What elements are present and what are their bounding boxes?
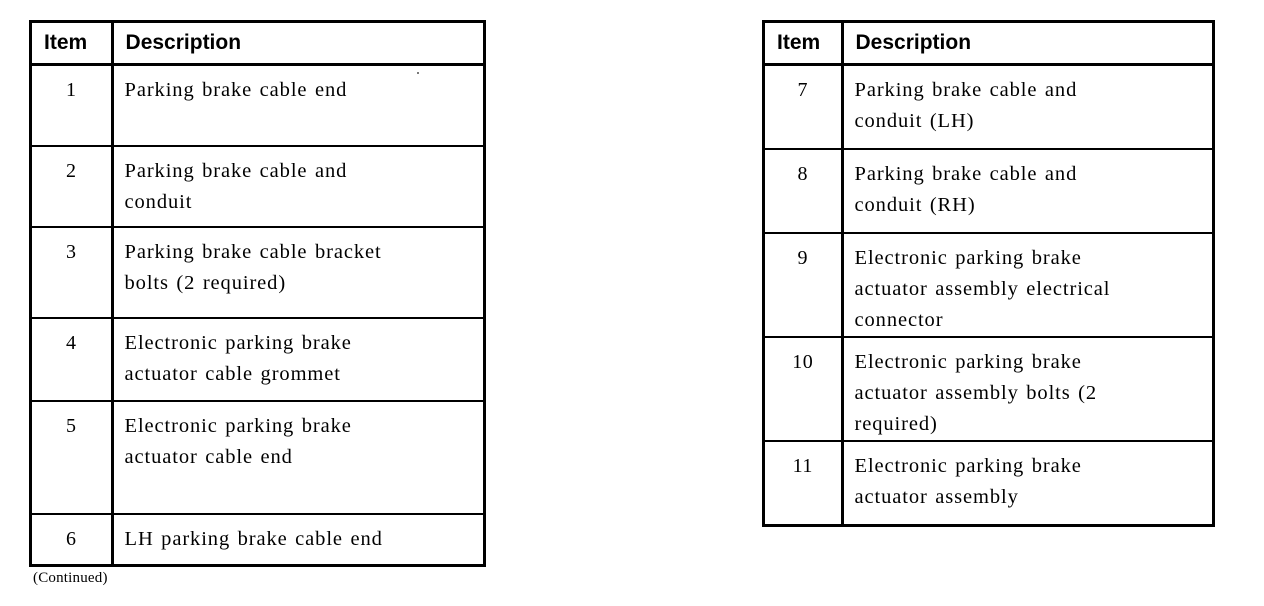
- cell-description: Electronic parking brake actuator assembl…: [842, 440, 1214, 526]
- description-line: actuator assembly: [854, 486, 1019, 508]
- description-line: Electronic parking brake: [854, 247, 1082, 269]
- description-line: Electronic parking brake: [124, 332, 352, 354]
- description-line: bolts (2 required): [124, 272, 287, 294]
- cell-description: Electronic parking brake actuator assembl…: [842, 232, 1214, 337]
- table-row: 1 Parking brake cable end: [30, 64, 485, 146]
- cell-item-number: 10: [763, 336, 844, 441]
- cell-description: Parking brake cable end: [112, 64, 485, 146]
- table-row: 7 Parking brake cable and conduit (LH): [763, 64, 1214, 149]
- column-header-description: Description: [112, 21, 485, 66]
- parts-table-items-1-6: Item Description 1 Parking brake cable en…: [29, 20, 486, 567]
- cell-description: Electronic parking brake actuator cable e…: [112, 400, 485, 514]
- description-line: actuator cable end: [124, 446, 293, 468]
- cell-description: LH parking brake cable end: [112, 513, 485, 566]
- column-header-item: Item: [763, 21, 844, 66]
- cell-item-number: 9: [763, 232, 844, 337]
- column-header-description: Description: [842, 21, 1214, 66]
- cell-description: Electronic parking brake actuator cable g…: [112, 317, 485, 401]
- description-line: connector: [854, 309, 944, 331]
- scan-speck: [417, 72, 419, 74]
- description-line: actuator assembly electrical: [854, 278, 1111, 300]
- description-line: actuator assembly bolts (2: [854, 382, 1098, 404]
- cell-description: Parking brake cable and conduit: [112, 145, 485, 227]
- description-line: Electronic parking brake: [854, 455, 1082, 477]
- cell-item-number: 3: [30, 226, 114, 318]
- table-row: 8 Parking brake cable and conduit (RH): [763, 148, 1214, 233]
- table-row: 10 Electronic parking brake actuator assem…: [763, 336, 1214, 441]
- description-line: conduit (RH): [854, 194, 976, 216]
- table-row: 3 Parking brake cable bracket bolts (2 req…: [30, 226, 485, 318]
- description-line: Parking brake cable and: [854, 163, 1078, 185]
- cell-item-number: 1: [30, 64, 114, 146]
- table-row: 11 Electronic parking brake actuator assem…: [763, 440, 1214, 526]
- description-line: Electronic parking brake: [124, 415, 352, 437]
- cell-description: Parking brake cable bracket bolts (2 requ…: [112, 226, 485, 318]
- cell-item-number: 2: [30, 145, 114, 227]
- cell-item-number: 5: [30, 400, 114, 514]
- column-header-item: Item: [30, 21, 114, 66]
- description-line: Parking brake cable and: [854, 79, 1078, 101]
- description-line: required): [854, 413, 938, 435]
- description-line: actuator cable grommet: [124, 363, 341, 385]
- table-row: 6 LH parking brake cable end: [30, 513, 485, 566]
- cell-description: Electronic parking brake actuator assembl…: [842, 336, 1214, 441]
- description-line: Parking brake cable bracket: [124, 241, 382, 263]
- cell-item-number: 6: [30, 513, 114, 566]
- description-line: LH parking brake cable end: [124, 528, 383, 550]
- table-row: 4 Electronic parking brake actuator cable …: [30, 317, 485, 401]
- table-row: 9 Electronic parking brake actuator assemb…: [763, 232, 1214, 337]
- cell-description: Parking brake cable and conduit (RH): [842, 148, 1214, 233]
- table-header-row: Item Description: [30, 21, 485, 66]
- table-row: 2 Parking brake cable and conduit: [30, 145, 485, 227]
- description-line: Parking brake cable and: [124, 160, 348, 182]
- continued-note: (Continued): [33, 570, 108, 586]
- description-line: conduit (LH): [854, 110, 975, 132]
- cell-description: Parking brake cable and conduit (LH): [842, 64, 1214, 149]
- description-line: Electronic parking brake: [854, 351, 1082, 373]
- cell-item-number: 11: [763, 440, 844, 526]
- description-line: Parking brake cable end: [124, 79, 348, 101]
- cell-item-number: 4: [30, 317, 114, 401]
- description-line: conduit: [124, 191, 193, 213]
- table-header-row: Item Description: [763, 21, 1214, 66]
- table-row: 5 Electronic parking brake actuator cable …: [30, 400, 485, 514]
- cell-item-number: 8: [763, 148, 844, 233]
- cell-item-number: 7: [763, 64, 844, 149]
